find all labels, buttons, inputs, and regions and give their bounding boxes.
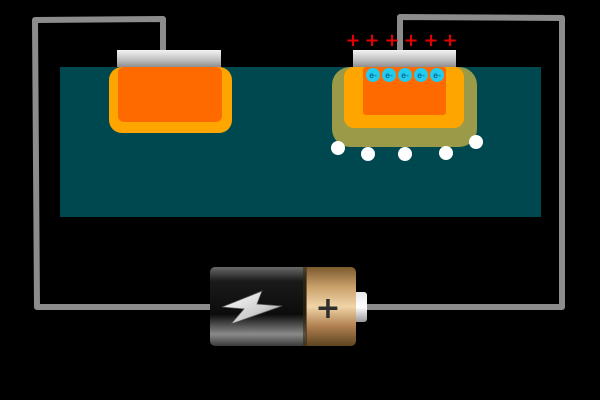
hole xyxy=(331,141,345,155)
plus-charge: + xyxy=(364,30,379,51)
battery-lightning-icon: + xyxy=(210,267,367,346)
left-doped-region xyxy=(118,67,222,122)
electron xyxy=(366,68,380,82)
electrons: e- e- e- e- e- xyxy=(366,68,444,82)
electron xyxy=(382,68,396,82)
holes xyxy=(331,135,483,161)
hole xyxy=(398,147,412,161)
right-metal-contact xyxy=(353,50,456,67)
electron xyxy=(430,68,444,82)
plus-charge: + xyxy=(384,30,399,51)
electron-label: e- xyxy=(433,71,441,80)
plus-charge: + xyxy=(403,30,418,51)
electron-label: e- xyxy=(417,71,425,80)
hole xyxy=(439,146,453,160)
hole xyxy=(469,135,483,149)
electron-label: e- xyxy=(385,71,393,80)
electron-label: e- xyxy=(369,71,377,80)
battery-band xyxy=(303,267,307,346)
positive-charges: + + + + + + xyxy=(345,30,457,51)
battery-plus-symbol: + xyxy=(315,291,340,326)
battery-positive-cap xyxy=(353,292,367,322)
plus-charge: + xyxy=(345,30,360,51)
electron-label: e- xyxy=(401,71,409,80)
hole xyxy=(361,147,375,161)
battery-gold-casing xyxy=(298,267,356,346)
electron xyxy=(398,68,412,82)
plus-charge: + xyxy=(442,30,457,51)
electron xyxy=(414,68,428,82)
left-metal-contact xyxy=(117,50,221,67)
plus-charge: + xyxy=(423,30,438,51)
circuit-wire-left xyxy=(32,16,218,310)
circuit-wire-right xyxy=(363,14,565,310)
lightning-bolt-icon xyxy=(221,290,283,325)
